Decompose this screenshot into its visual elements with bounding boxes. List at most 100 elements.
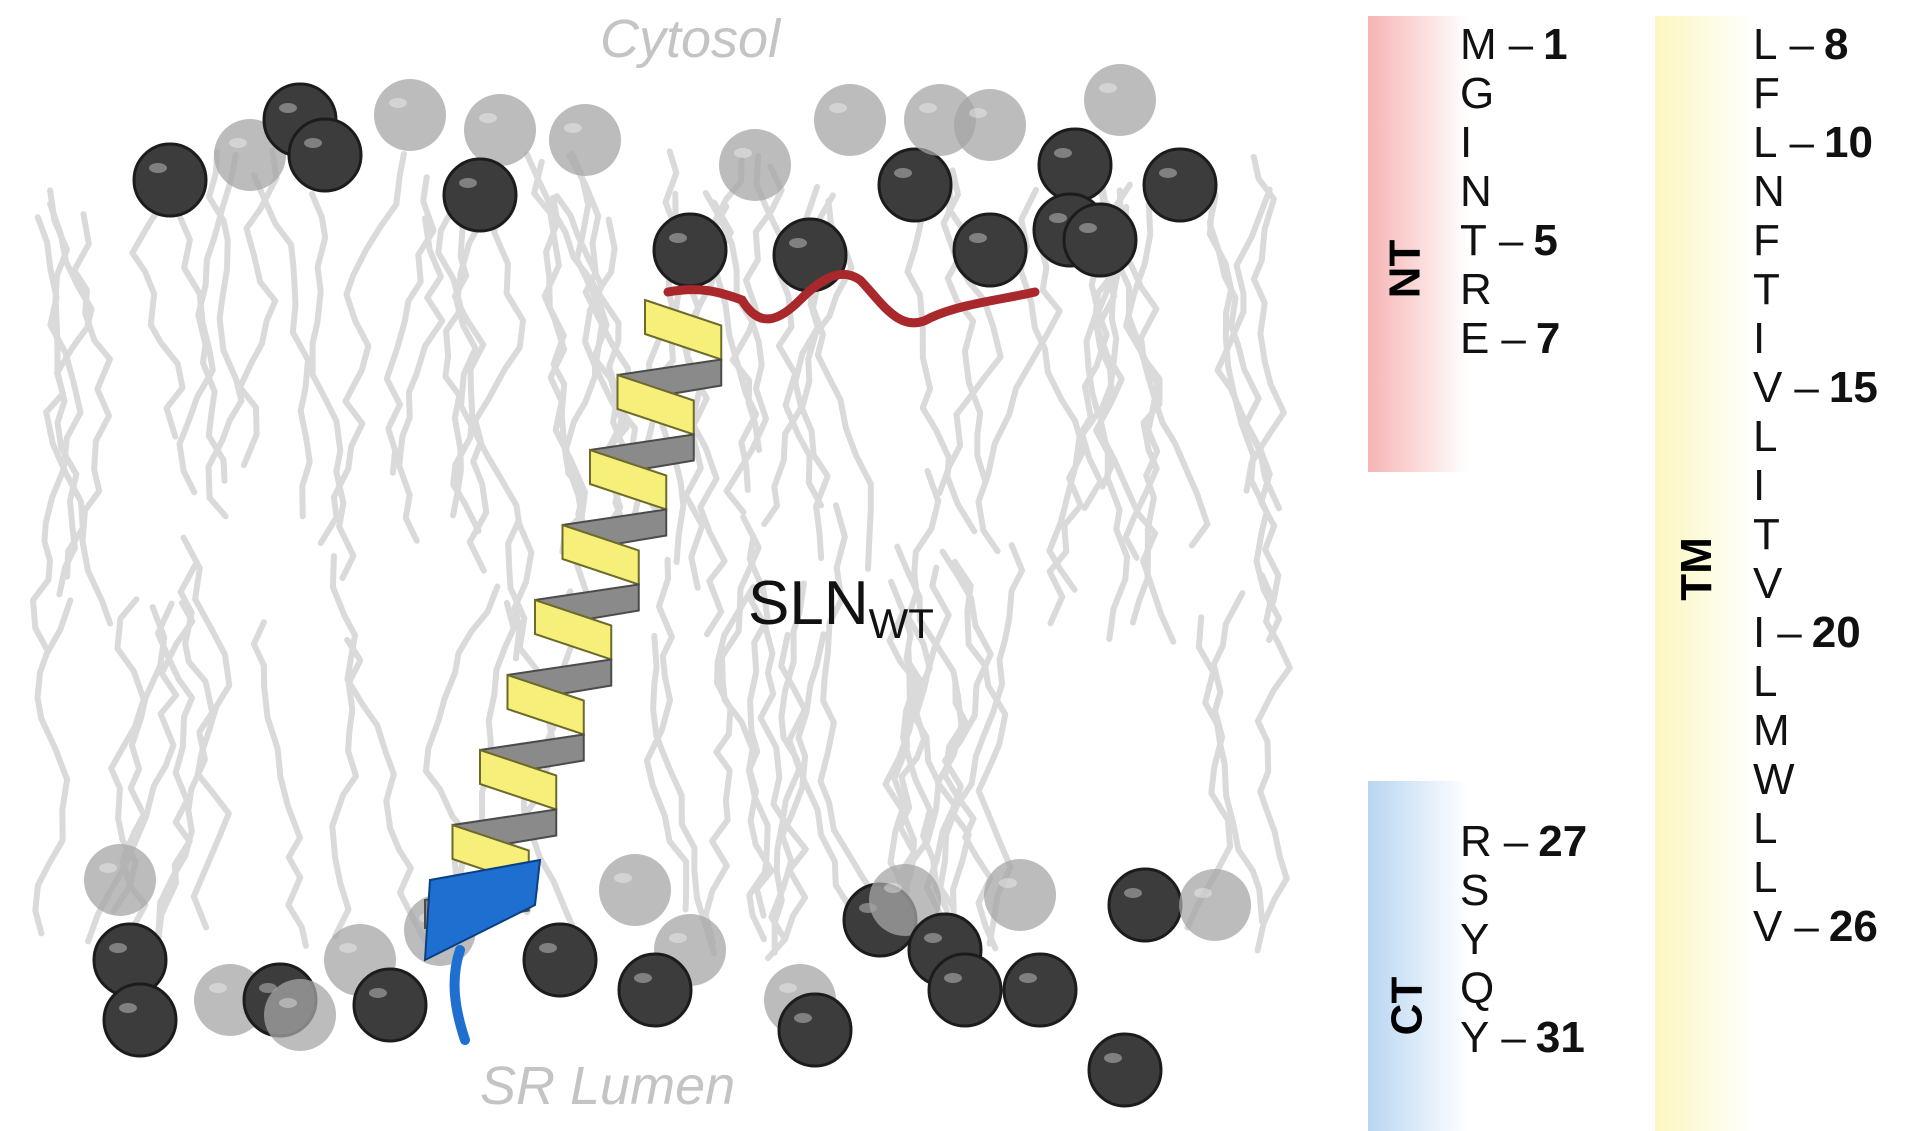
tm-residue: L (1753, 412, 1777, 462)
headgroup-highlight (304, 138, 322, 148)
headgroup-highlight (1159, 168, 1177, 178)
tm-residue: L–10 (1753, 118, 1873, 168)
ct-residue: R–27 (1460, 817, 1587, 867)
headgroup-highlight (1194, 888, 1212, 898)
residue-letter: I (1460, 118, 1473, 167)
lipid-headgroup (877, 147, 953, 223)
headgroup-highlight (669, 233, 687, 243)
lipid-headgroup (719, 129, 791, 201)
tm-residue: T (1753, 265, 1780, 315)
lipid-tail (1097, 201, 1177, 645)
headgroup-highlight (279, 103, 297, 113)
lipid-tail (466, 177, 526, 574)
residue-letter: M (1460, 20, 1497, 69)
lipid-headgroup (132, 142, 208, 218)
tm-residue: I (1753, 314, 1765, 364)
tm-residue: F (1753, 216, 1780, 266)
headgroup-highlight (369, 988, 387, 998)
nt-residue: R (1460, 265, 1492, 315)
lipid-headgroup (1002, 952, 1078, 1028)
lipid-headgroup (1037, 127, 1113, 203)
lipid-tail (643, 556, 690, 913)
ct-residue: S (1460, 866, 1489, 916)
tm-residue: W (1753, 755, 1795, 805)
lipid-tail (454, 209, 535, 662)
residue-number: 26 (1828, 902, 1878, 951)
residue-letter: R (1460, 265, 1492, 314)
residue-dash: – (1789, 20, 1814, 69)
lipid-tail (237, 147, 280, 469)
residue-letter: W (1753, 755, 1795, 804)
lipid-headgroup (869, 864, 941, 936)
lipid-tail (729, 163, 785, 453)
residue-letter: F (1753, 216, 1780, 265)
lipid-headgroup (772, 217, 848, 293)
headgroup-highlight (229, 138, 247, 148)
lipid-tail (650, 632, 717, 957)
sr-lumen-label: SR Lumen (480, 1056, 736, 1116)
nt-residue: N (1460, 167, 1492, 217)
ct-segment-title: CT (1382, 976, 1432, 1036)
lipid-tail (1195, 614, 1266, 925)
headgroup-highlight (459, 178, 477, 188)
residue-letter: L (1753, 20, 1778, 69)
headgroup-highlight (1099, 83, 1117, 93)
lipid-tail (47, 187, 80, 598)
lipid-tail (799, 198, 855, 562)
tm-residue: T (1753, 510, 1780, 560)
lipid-headgroup (814, 84, 886, 156)
tm-residue: V (1753, 559, 1782, 609)
nt-segment-bar (1368, 16, 1468, 472)
headgroup-highlight (109, 943, 127, 953)
nt-residue: M–1 (1460, 20, 1568, 70)
tm-residue: L–8 (1753, 20, 1848, 70)
headgroup-highlight (564, 123, 582, 133)
residue-number: 5 (1533, 216, 1558, 265)
lipid-tail (154, 600, 195, 949)
lipid-tail (32, 597, 74, 937)
lipid-tail (250, 619, 309, 949)
lipid-tail (1254, 572, 1293, 954)
lipid-headgroup (374, 79, 446, 151)
ct-helix-cap (423, 858, 542, 962)
lipid-headgroup (102, 982, 178, 1058)
residue-dash: – (1789, 118, 1814, 167)
lipid-headgroup (522, 922, 598, 998)
lipid-headgroup (1179, 869, 1251, 941)
lipid-headgroup (954, 89, 1026, 161)
lipid-headgroup (952, 212, 1028, 288)
headgroup-highlight (339, 943, 357, 953)
headgroup-highlight (99, 863, 117, 873)
lipid-headgroup (549, 104, 621, 176)
tm-segment-bar (1655, 16, 1755, 1131)
residue-number: 8 (1823, 20, 1849, 69)
ct-segment-bar (1368, 781, 1468, 1131)
peptide-label-subscript: WT (868, 600, 934, 647)
nt-residue: E–7 (1460, 314, 1560, 364)
residue-letter: I (1753, 314, 1766, 363)
headgroup-highlight (634, 973, 652, 983)
headgroup-highlight (209, 983, 227, 993)
headgroup-highlight (1104, 1053, 1122, 1063)
lipid-tail (702, 190, 769, 516)
headgroup-highlight (1079, 223, 1097, 233)
residue-letter: Y (1460, 915, 1490, 964)
headgroup-highlight (669, 933, 687, 943)
nt-residue: T–5 (1460, 216, 1558, 266)
residue-letter: E (1460, 314, 1490, 363)
residue-number: 10 (1823, 118, 1873, 167)
residue-letter: L (1753, 804, 1778, 853)
peptide-label: SLNWT (748, 568, 934, 648)
lipid-tail (167, 190, 216, 496)
residue-letter: T (1753, 510, 1780, 559)
nt-residue: I (1460, 118, 1472, 168)
ct-residue: Y (1460, 915, 1489, 965)
headgroup-highlight (999, 878, 1017, 888)
residue-dash: – (1794, 902, 1819, 951)
top-headgroup-layer (132, 64, 1218, 293)
lipid-tail (523, 151, 643, 574)
ct-residue: Q (1460, 964, 1494, 1014)
lipid-tail (765, 631, 827, 961)
lipid-tail (383, 174, 437, 476)
lipid-tail (205, 148, 245, 520)
